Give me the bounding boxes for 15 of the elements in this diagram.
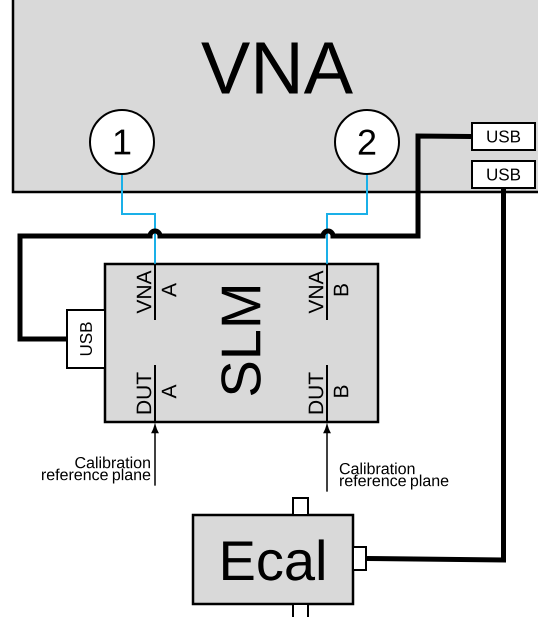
connector-stub	[292, 603, 309, 617]
cable	[326, 175, 368, 264]
cable	[366, 189, 506, 563]
arrow	[152, 424, 158, 486]
note-text: Calibration reference plane	[42, 456, 150, 484]
usb-port: USB	[471, 160, 536, 189]
connector-stub	[292, 497, 309, 516]
usb-port: USB	[66, 309, 106, 369]
cable	[18, 134, 472, 342]
usb-port: USB	[471, 122, 536, 151]
calibration-unit-box: Ecal	[192, 514, 354, 606]
connector-stub	[352, 546, 367, 571]
arrow	[324, 424, 330, 492]
note-text: Calibration reference plane	[340, 462, 448, 490]
cable	[121, 175, 156, 264]
